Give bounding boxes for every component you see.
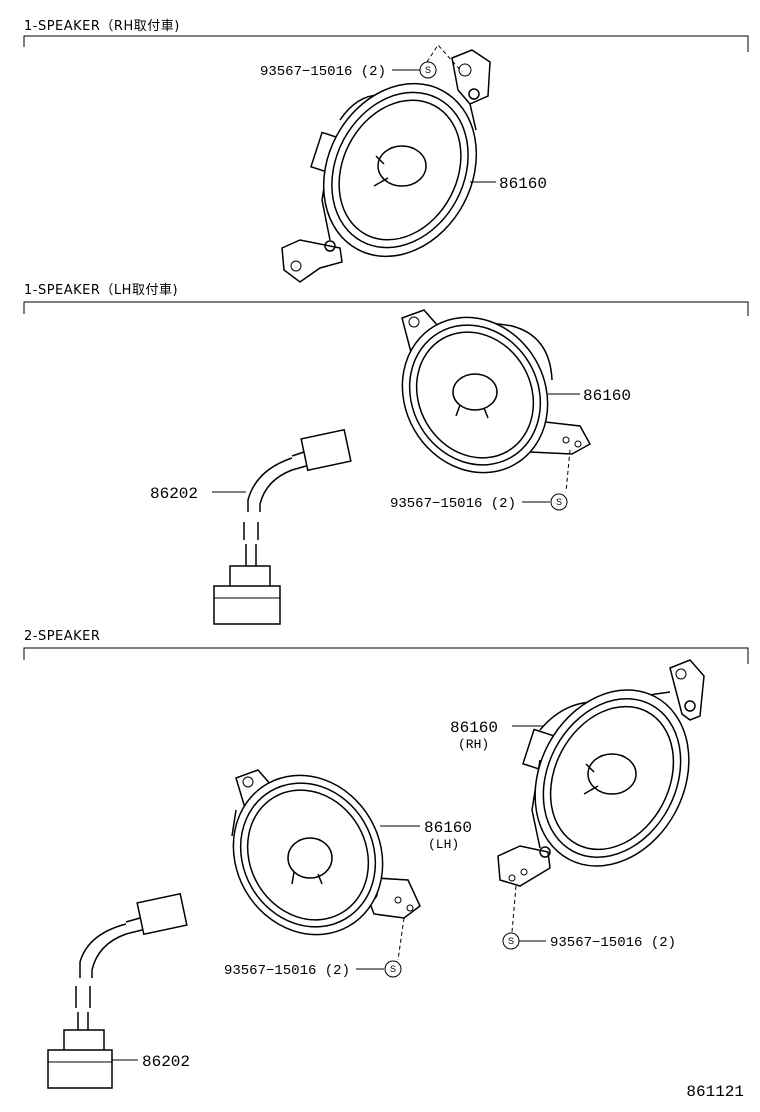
s-symbol: S [390,964,396,974]
s-symbol: S [508,936,514,946]
section-title: 1-SPEAKER（RH取付車) [24,19,180,34]
speaker-cone-edge [415,331,535,459]
cable-wire [91,933,127,978]
bracket-hole [520,868,528,876]
section-bracket [23,647,749,664]
speaker-lead [291,871,323,885]
speaker-outer-rim [534,689,690,867]
section-title: 1-SPEAKER（LH取付車) [24,283,178,298]
speaker-rim [542,698,682,858]
frame-bar [469,103,477,131]
speaker-part-number: 86160 [583,387,631,405]
speaker-drawing [281,49,491,283]
bracket-hole [562,436,570,444]
speaker-rim [408,324,542,466]
connector-bottom [47,1049,113,1089]
frame-bar [231,809,237,837]
bracket-nut [539,846,551,858]
speaker-outer-rim [322,82,478,258]
bracket-hole [406,904,414,912]
section-1speaker-lh: 1-SPEAKER（LH取付車) 86160 S 93567− [23,283,749,625]
mounting-bracket-bottom [497,845,551,887]
screw-part-number: 93567−15016 (2) [550,935,676,951]
screw-part-number: 93567−15016 (2) [224,963,350,979]
connector-neck [125,917,143,935]
bracket-hole [508,874,516,882]
mounting-bracket-bottom [281,239,343,283]
speaker-rim [331,91,469,249]
s-symbol-circle [550,493,568,511]
speaker-center-cap [377,145,427,187]
cable-part-number: 86202 [150,485,198,503]
cable-wire [75,986,91,1008]
connector-top [136,892,188,936]
connector-bottom [213,585,281,625]
speaker-cone-edge [338,99,462,241]
cable-wire [243,522,259,540]
section-bracket [23,301,749,316]
cable-wire [79,923,127,978]
speaker-part-number: 86160 [499,175,547,193]
screw-part-number: 93567−15016 (2) [260,64,386,80]
section-1speaker-rh: 1-SPEAKER（RH取付車) [23,19,749,283]
cable-wire [245,544,257,566]
section-bracket [23,35,749,52]
speaker-lead [583,763,599,795]
cable-wire [77,1012,89,1030]
cable-part-number: 86202 [142,1053,190,1071]
speaker-outer-rim [401,316,549,474]
speaker-part-number: 86160 [424,819,472,837]
connector-neck [291,451,307,471]
speaker-cone-edge [549,705,675,851]
speaker-drawing-lh [231,769,421,936]
speaker-drawing-rh [497,659,705,887]
bracket-nut [684,700,696,712]
side-label-rh: (RH) [458,737,489,752]
screw-part-number: 93567−15016 (2) [390,496,516,512]
speaker-cone-edge [246,789,370,921]
bracket-hole [290,260,302,272]
bracket-nut [324,240,336,252]
bracket-hole [408,316,420,328]
bracket-hole [394,896,402,904]
cable-wire [247,457,293,512]
cable-drawing [213,428,352,625]
speaker-drawing [401,309,592,474]
speaker-lead [455,404,489,419]
screw-leader [511,885,517,933]
s-symbol-circle [419,61,437,79]
speaker-rim [239,782,377,928]
side-label-lh: (LH) [428,837,459,852]
mounting-bracket-top [451,49,491,105]
screw-leader [397,917,405,961]
connector-top [300,428,352,472]
mounting-bracket-top [669,659,705,721]
bracket-hole [675,668,687,680]
speaker-lead [373,155,389,187]
bracket-hole [574,440,582,448]
s-symbol: S [425,65,431,75]
speaker-part-number: 86160 [450,719,498,737]
bracket-hole [458,63,472,77]
s-symbol: S [556,497,562,507]
cable-wire [259,469,293,512]
bracket-nut [468,88,480,100]
speaker-outer-rim [232,774,384,936]
s-symbol-circle [384,960,402,978]
screw-leader [426,44,463,73]
cable-drawing [47,892,188,1089]
section-title: 2-SPEAKER [24,629,100,644]
speaker-center-cap [287,837,333,879]
speaker-center-cap [587,753,637,795]
bracket-hole [242,776,254,788]
section-2speaker: 2-SPEAKER 86160 (RH) S 93567−15016 (2 [23,629,749,1089]
diagram-code: 861121 [686,1083,744,1101]
screw-leader [565,449,571,493]
speaker-center-cap [452,373,498,411]
